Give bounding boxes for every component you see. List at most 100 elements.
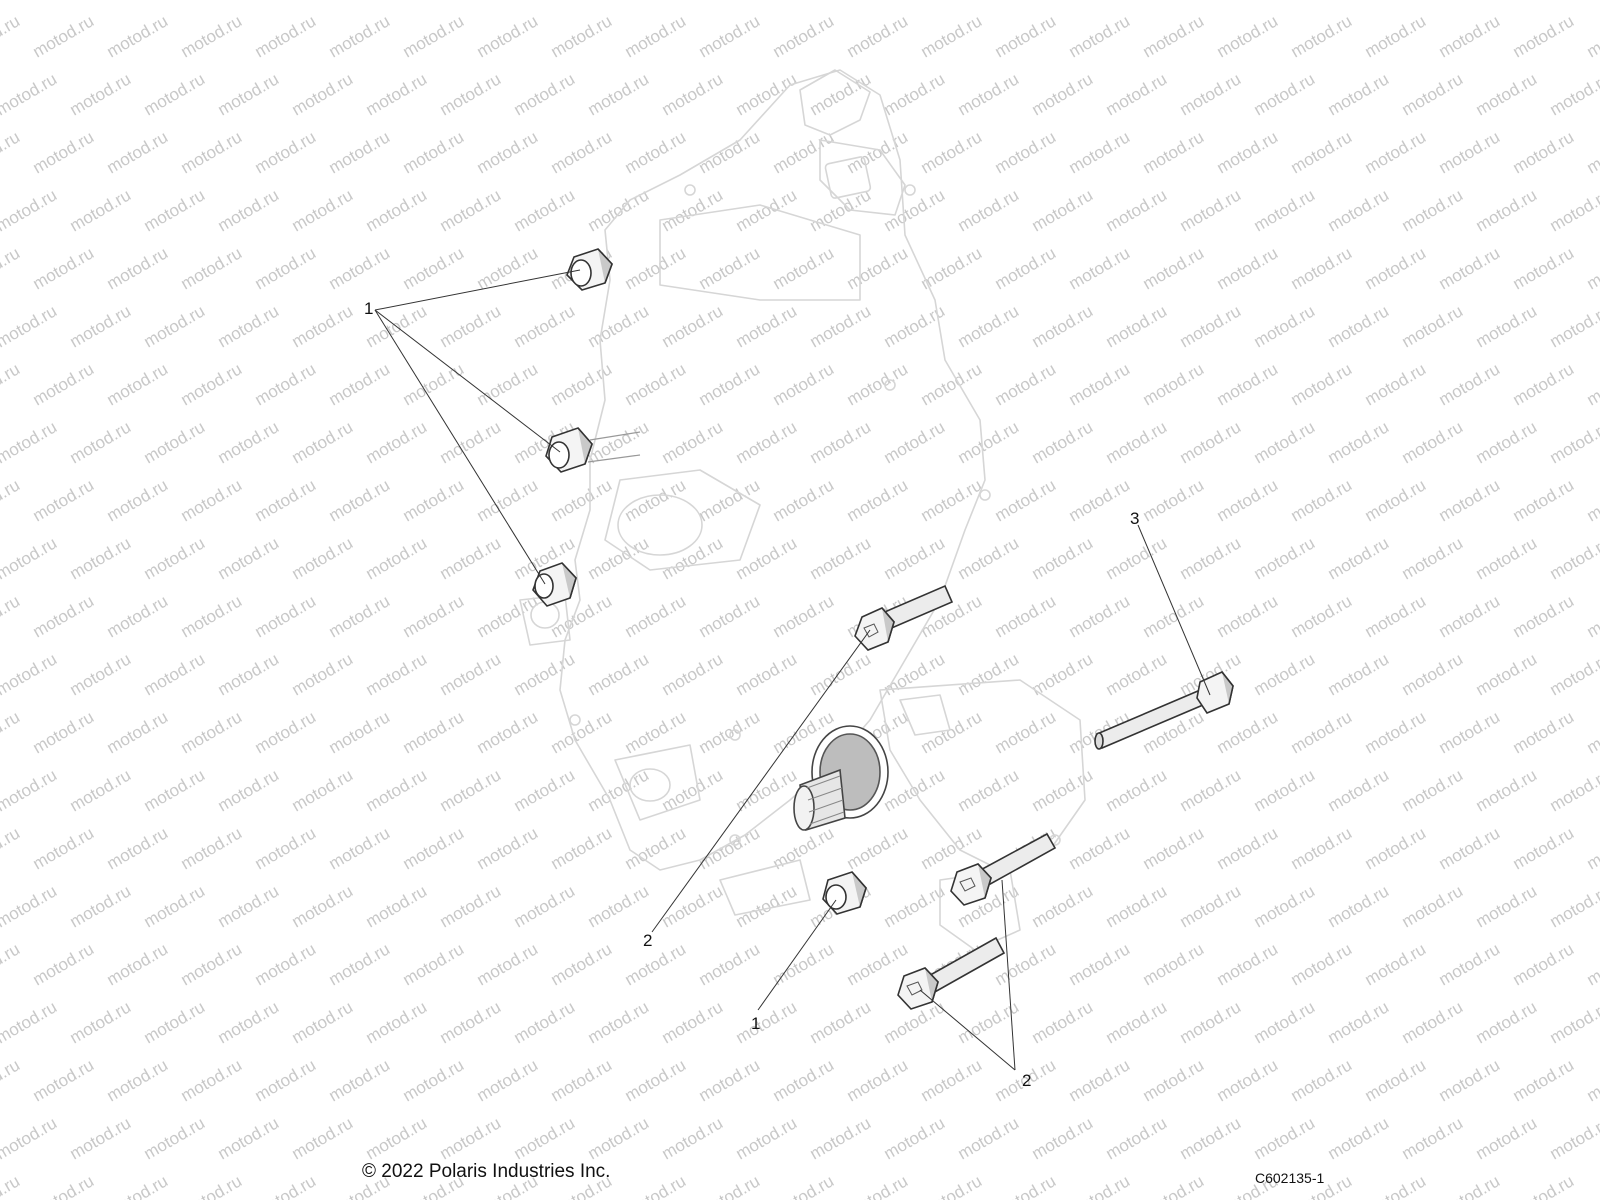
watermark-text: motod.ru (289, 0, 357, 3)
watermark-text: motod.ru (733, 533, 801, 583)
watermark-text: motod.ru (770, 1055, 838, 1105)
watermark-text: motod.ru (511, 881, 579, 931)
watermark-text: motod.ru (326, 1055, 394, 1105)
watermark-text: motod.ru (363, 765, 431, 815)
watermark-text: motod.ru (1177, 997, 1245, 1047)
watermark-text: motod.ru (326, 707, 394, 757)
flange-nut-1b (545, 427, 641, 473)
watermark-text: motod.ru (1288, 591, 1356, 641)
copyright-text: © 2022 Polaris Industries Inc. (362, 1161, 611, 1182)
watermark-text: motod.ru (1473, 649, 1541, 699)
watermark-text: motod.ru (955, 417, 1023, 467)
watermark-text: motod.ru (67, 881, 135, 931)
watermark-text: motod.ru (1510, 707, 1578, 757)
watermark-text: motod.ru (1510, 939, 1578, 989)
watermark-text: motod.ru (0, 591, 23, 641)
watermark-text: motod.ru (733, 997, 801, 1047)
watermark-text: motod.ru (1547, 649, 1600, 699)
watermark-text: motod.ru (659, 69, 727, 119)
watermark-text: motod.ru (326, 823, 394, 873)
watermark-text: motod.ru (0, 359, 23, 409)
watermark-text: motod.ru (1547, 417, 1600, 467)
watermark-text: motod.ru (511, 301, 579, 351)
watermark-text: motod.ru (437, 69, 505, 119)
watermark-text: motod.ru (1399, 881, 1467, 931)
watermark-text: motod.ru (1140, 1055, 1208, 1105)
watermark-text: motod.ru (1399, 533, 1467, 583)
watermark-text: motod.ru (0, 1055, 23, 1105)
watermark-text: motod.ru (1214, 127, 1282, 177)
watermark-text: motod.ru (992, 1171, 1060, 1200)
watermark-text: motod.ru (178, 127, 246, 177)
watermark-text: motod.ru (178, 939, 246, 989)
watermark-text: motod.ru (0, 11, 23, 61)
watermark-text: motod.ru (844, 1171, 912, 1200)
watermark-text: motod.ru (252, 475, 320, 525)
watermark-text: motod.ru (215, 1113, 283, 1163)
watermark-text: motod.ru (1584, 1171, 1600, 1200)
watermark-text: motod.ru (1066, 1055, 1134, 1105)
watermark-text: motod.ru (1214, 823, 1282, 873)
watermark-text: motod.ru (67, 533, 135, 583)
watermark-text: motod.ru (0, 997, 60, 1047)
watermark-text: motod.ru (1436, 127, 1504, 177)
watermark-text: motod.ru (0, 939, 23, 989)
watermark-text: motod.ru (1510, 475, 1578, 525)
watermark-text: motod.ru (659, 301, 727, 351)
watermark-text: motod.ru (1547, 69, 1600, 119)
watermark-text: motod.ru (511, 649, 579, 699)
watermark-text: motod.ru (807, 649, 875, 699)
watermark-text: motod.ru (770, 127, 838, 177)
watermark-text: motod.ru (1288, 823, 1356, 873)
watermark-text: motod.ru (326, 127, 394, 177)
watermark-text: motod.ru (1547, 533, 1600, 583)
watermark-text: motod.ru (30, 127, 98, 177)
watermark-text: motod.ru (1473, 69, 1541, 119)
watermark-text: motod.ru (474, 823, 542, 873)
watermark-text: motod.ru (252, 707, 320, 757)
watermark-text: motod.ru (1066, 591, 1134, 641)
watermark-text: motod.ru (1066, 11, 1134, 61)
watermark-text: motod.ru (1399, 69, 1467, 119)
watermark-text: motod.ru (1584, 475, 1600, 525)
watermark-text: motod.ru (141, 69, 209, 119)
watermark-text: motod.ru (1473, 533, 1541, 583)
watermark-text: motod.ru (67, 765, 135, 815)
watermark-text: motod.ru (955, 1113, 1023, 1163)
watermark-text: motod.ru (104, 1171, 172, 1200)
watermark-text: motod.ru (1436, 243, 1504, 293)
watermark-text: motod.ru (0, 765, 60, 815)
watermark-text: motod.ru (770, 1171, 838, 1200)
watermark-text: motod.ru (585, 997, 653, 1047)
watermark-text: motod.ru (696, 11, 764, 61)
leader-lines (374, 269, 1211, 1071)
watermark-text: motod.ru (622, 707, 690, 757)
watermark-text: motod.ru (104, 591, 172, 641)
watermark-text: motod.ru (1547, 881, 1600, 931)
watermark-text: motod.ru (1251, 185, 1319, 235)
watermark-text: motod.ru (363, 1113, 431, 1163)
watermark-text: motod.ru (215, 0, 283, 3)
watermark-text: motod.ru (1140, 591, 1208, 641)
watermark-text: motod.ru (0, 185, 60, 235)
watermark-text: motod.ru (1547, 997, 1600, 1047)
watermark-text: motod.ru (252, 939, 320, 989)
watermark-text: motod.ru (363, 997, 431, 1047)
watermark-text: motod.ru (1473, 0, 1541, 3)
watermark-text: motod.ru (955, 765, 1023, 815)
watermark-text: motod.ru (1251, 533, 1319, 583)
watermark-text: motod.ru (1547, 765, 1600, 815)
watermark-text: motod.ru (770, 243, 838, 293)
watermark-text: motod.ru (437, 533, 505, 583)
watermark-text: motod.ru (1399, 301, 1467, 351)
watermark-text: motod.ru (215, 69, 283, 119)
watermark-text: motod.ru (474, 939, 542, 989)
watermark-text: motod.ru (326, 939, 394, 989)
watermark-text: motod.ru (622, 1055, 690, 1105)
watermark-text: motod.ru (104, 359, 172, 409)
watermark-text: motod.ru (992, 707, 1060, 757)
watermark-text: motod.ru (178, 243, 246, 293)
watermark-text: motod.ru (881, 69, 949, 119)
watermark-text: motod.ru (1547, 185, 1600, 235)
